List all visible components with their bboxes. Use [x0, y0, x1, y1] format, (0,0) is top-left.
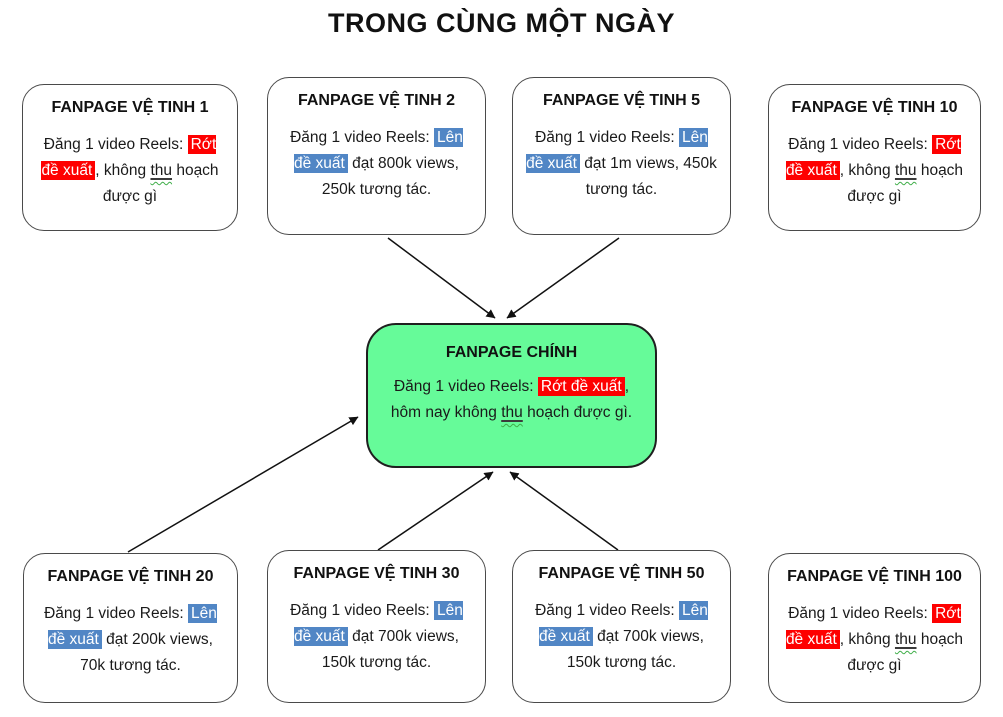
highlight-rot-de-xuat: Rớt đề xuất	[537, 377, 625, 397]
node-fanpage-ve-tinh-2: FANPAGE VỆ TINH 2 Đăng 1 video Reels: Lê…	[267, 77, 486, 235]
node-fanpage-ve-tinh-50: FANPAGE VỆ TINH 50 Đăng 1 video Reels: L…	[512, 550, 731, 703]
node-fanpage-ve-tinh-100: FANPAGE VỆ TINH 100 Đăng 1 video Reels: …	[768, 553, 981, 703]
underline-wrap: thu	[895, 631, 917, 648]
body-pre: Đăng 1 video Reels:	[788, 136, 933, 154]
node-fanpage-ve-tinh-1: FANPAGE VỆ TINH 1 Đăng 1 video Reels: Rớ…	[22, 84, 238, 231]
underline-wrap: thu	[895, 162, 917, 179]
body-post: hoạch được gì.	[522, 404, 633, 422]
body-pre: Đăng 1 video Reels:	[393, 378, 538, 396]
node-body: Đăng 1 video Reels: Lên đề xuất đạt 800k…	[280, 125, 473, 203]
body-pre: Đăng 1 video Reels:	[788, 605, 933, 623]
underlined-word: thu	[150, 162, 173, 180]
body-pre: Đăng 1 video Reels:	[535, 129, 679, 147]
body-mid: , không	[95, 162, 151, 180]
body-mid: , không	[839, 631, 895, 649]
body-pre: Đăng 1 video Reels:	[43, 136, 188, 154]
arrow-fanpage-5-to-main	[506, 237, 620, 319]
node-title: FANPAGE VỆ TINH 10	[791, 99, 958, 116]
underline-wrap: thu	[150, 162, 172, 179]
body-mid: đạt 200k views, 70k tương tác.	[80, 631, 213, 675]
underlined-word: thu	[894, 162, 917, 180]
underlined-word: thu	[894, 631, 917, 649]
body-pre: Đăng 1 video Reels:	[535, 602, 679, 620]
body-pre: Đăng 1 video Reels:	[290, 602, 434, 620]
node-title: FANPAGE VỆ TINH 1	[51, 99, 209, 116]
node-fanpage-chinh: FANPAGE CHÍNH Đăng 1 video Reels: Rớt đề…	[366, 323, 657, 468]
node-title: FANPAGE VỆ TINH 50	[538, 565, 705, 582]
body-mid: đạt 800k views, 250k tương tác.	[321, 155, 459, 199]
body-post: hoạch được gì	[847, 162, 964, 206]
node-title: FANPAGE VỆ TINH 2	[297, 92, 456, 109]
node-title: FANPAGE VỆ TINH 20	[47, 568, 214, 585]
body-post: hoạch được gì	[847, 631, 964, 675]
node-fanpage-ve-tinh-30: FANPAGE VỆ TINH 30 Đăng 1 video Reels: L…	[267, 550, 486, 703]
underlined-word: thu	[501, 404, 523, 422]
body-mid: , hôm nay không	[390, 378, 630, 422]
node-body: Đăng 1 video Reels: Rớt đề xuất, không t…	[781, 601, 968, 679]
arrow-fanpage-50-to-main	[509, 471, 619, 551]
body-mid: đạt 700k views, 150k tương tác.	[321, 628, 459, 672]
body-mid: , không	[839, 162, 895, 180]
body-mid: đạt 1m views, 450k tương tác.	[579, 155, 717, 199]
node-fanpage-ve-tinh-5: FANPAGE VỆ TINH 5 Đăng 1 video Reels: Lê…	[512, 77, 731, 235]
body-mid: đạt 700k views, 150k tương tác.	[566, 628, 704, 672]
diagram-title: TRONG CÙNG MỘT NGÀY	[328, 8, 675, 38]
body-pre: Đăng 1 video Reels:	[44, 605, 188, 623]
node-title: FANPAGE VỆ TINH 5	[542, 92, 701, 109]
node-body: Đăng 1 video Reels: Lên đề xuất đạt 700k…	[525, 598, 718, 676]
underline-wrap: thu	[501, 404, 523, 421]
arrow-fanpage-20-to-main	[127, 416, 359, 553]
node-title: FANPAGE CHÍNH	[445, 344, 578, 361]
node-title: FANPAGE VỆ TINH 100	[787, 568, 962, 585]
arrow-fanpage-30-to-main	[377, 471, 494, 551]
node-body: Đăng 1 video Reels: Rớt đề xuất, không t…	[35, 132, 225, 210]
node-body: Đăng 1 video Reels: Lên đề xuất đạt 700k…	[280, 598, 473, 676]
node-body: Đăng 1 video Reels: Rớt đề xuất, không t…	[781, 132, 968, 210]
arrow-fanpage-2-to-main	[387, 237, 496, 319]
node-title: FANPAGE VỆ TINH 30	[293, 565, 460, 582]
body-post: hoạch được gì	[102, 162, 219, 206]
node-fanpage-ve-tinh-20: FANPAGE VỆ TINH 20 Đăng 1 video Reels: L…	[23, 553, 238, 703]
node-body: Đăng 1 video Reels: Lên đề xuất đạt 200k…	[36, 601, 225, 679]
node-body: Đăng 1 video Reels: Rớt đề xuất, hôm nay…	[386, 374, 637, 426]
node-body: Đăng 1 video Reels: Lên đề xuất đạt 1m v…	[525, 125, 718, 203]
body-pre: Đăng 1 video Reels:	[290, 129, 434, 147]
node-fanpage-ve-tinh-10: FANPAGE VỆ TINH 10 Đăng 1 video Reels: R…	[768, 84, 981, 231]
